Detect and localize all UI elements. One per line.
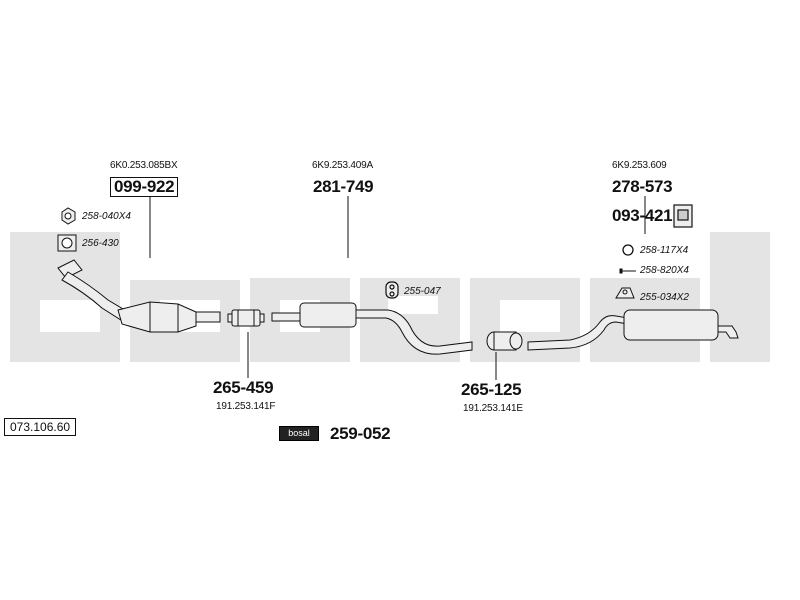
front-pipe-number: 099-922 <box>110 177 179 197</box>
front-pipe-oe: 6K0.253.085BX <box>110 160 178 171</box>
clamp-2-oe: 191.253.141E <box>463 403 523 414</box>
rear-silencer-oe: 6K9.253.609 <box>612 160 667 171</box>
rear-silencer <box>527 309 739 351</box>
bracket-icon <box>615 287 635 299</box>
catalog-number: 073.106.60 <box>4 418 77 436</box>
bolt-icon <box>619 268 636 274</box>
clamp-1-oe: 191.253.141F <box>216 401 276 412</box>
hanger-255-047 <box>385 281 399 299</box>
rear-silencer-number: 278-573 <box>612 177 673 196</box>
bosal-logo: bosal <box>279 426 319 441</box>
bolt-number: 258-820X4 <box>640 265 689 276</box>
clamp-265-459 <box>227 309 265 327</box>
center-silencer <box>271 302 473 355</box>
clamp-265-125 <box>486 331 523 351</box>
rubber-mount-icon <box>673 204 693 228</box>
ring-number: 258-117X4 <box>640 245 689 256</box>
center-silencer-oe: 6K9.253.409A <box>312 160 373 171</box>
ring-icon <box>622 244 634 256</box>
bracket-number: 255-034X2 <box>640 292 689 303</box>
center-silencer-number: 281-749 <box>313 177 374 196</box>
mounting-kit-number: 259-052 <box>330 424 391 443</box>
gasket-number: 256-430 <box>82 238 119 249</box>
clamp-1-number: 265-459 <box>213 378 274 397</box>
hanger-number: 255-047 <box>404 286 441 297</box>
clamp-2-number: 265-125 <box>461 380 522 399</box>
gasket-icon <box>57 234 77 252</box>
rubber-mount-number: 093-421 <box>612 206 673 225</box>
nut-icon <box>61 207 76 225</box>
front-pipe <box>57 259 221 333</box>
nut-number: 258-040X4 <box>82 211 131 222</box>
